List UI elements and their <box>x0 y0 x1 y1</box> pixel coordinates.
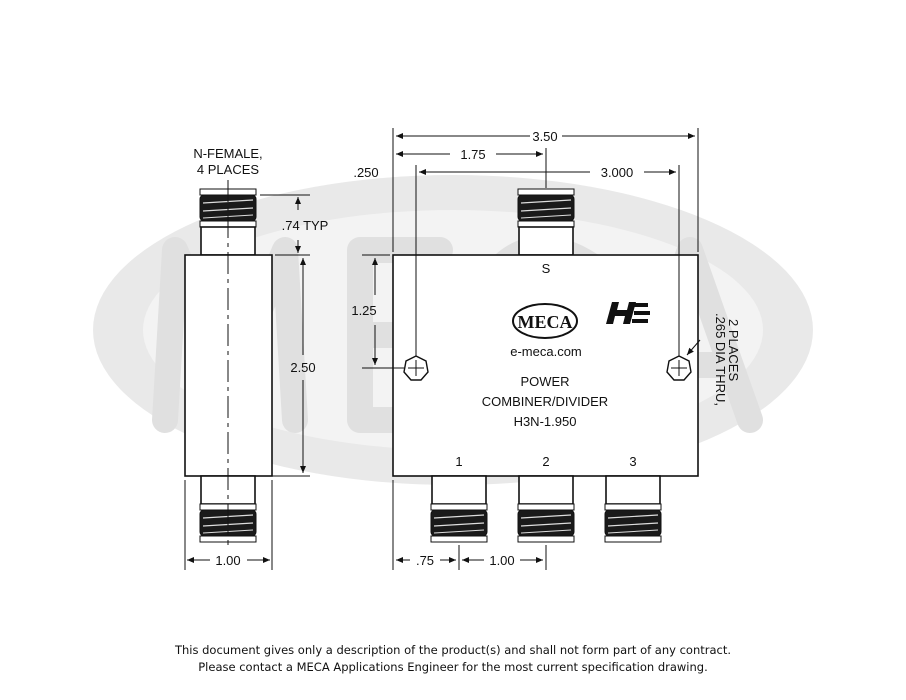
dim-connector-height: .74 TYP <box>282 218 329 233</box>
product-line2: COMBINER/DIVIDER <box>482 394 608 409</box>
port-2-label: 2 <box>542 454 549 469</box>
disclaimer-line2: Please contact a MECA Applications Engin… <box>198 660 708 674</box>
hole-note: .265 DIA THRU, 2 PLACES <box>713 313 741 406</box>
hole-note-line1: .265 DIA THRU, <box>713 313 728 406</box>
dim-hole-edge-offset: .250 <box>353 165 378 180</box>
dim-side-width: 1.00 <box>215 553 240 568</box>
port-3-label: 3 <box>629 454 636 469</box>
hermetic-logo <box>606 302 650 324</box>
dim-overall-width: 3.50 <box>532 129 557 144</box>
dim-hole-spacing: 3.000 <box>601 165 634 180</box>
front-view: MECA <box>392 188 699 543</box>
product-line1: POWER <box>520 374 569 389</box>
logo-text: MECA <box>518 312 573 332</box>
dim-port1-offset: .75 <box>416 553 434 568</box>
side-view <box>184 180 273 545</box>
meca-logo: MECA <box>512 303 578 339</box>
model-number: H3N-1.950 <box>514 414 577 429</box>
connector-note-line2: 4 PLACES <box>197 162 259 177</box>
port-s-label: S <box>542 261 551 276</box>
mounting-hole-right <box>666 355 692 381</box>
website: e-meca.com <box>510 344 582 359</box>
side-dimensions <box>184 194 310 570</box>
front-dimensions <box>362 128 701 570</box>
dim-port-spacing: 1.00 <box>489 553 514 568</box>
connector-note-line1: N-FEMALE, <box>193 146 262 161</box>
hole-note-line2: 2 PLACES <box>726 319 741 381</box>
dim-center-offset: 1.75 <box>460 147 485 162</box>
mounting-hole-left <box>403 355 429 381</box>
port-1-label: 1 <box>455 454 462 469</box>
dim-body-height: 2.50 <box>290 360 315 375</box>
dim-hole-height: 1.25 <box>351 303 376 318</box>
disclaimer-line1: This document gives only a description o… <box>174 643 732 657</box>
